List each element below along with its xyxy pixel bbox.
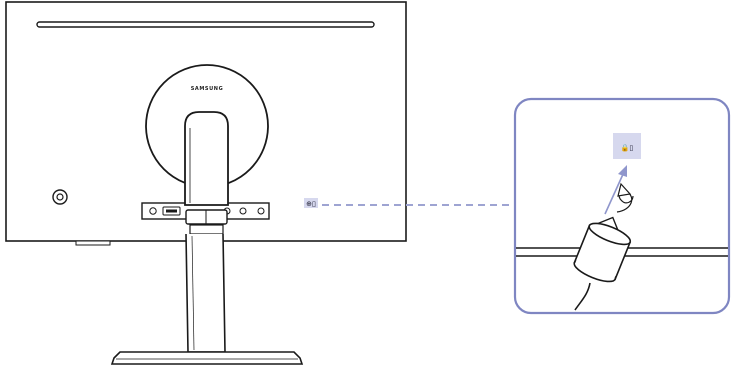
monitor-bottom-tabs (75, 240, 111, 246)
port-round-4 (257, 207, 265, 215)
stand-column (185, 233, 226, 353)
lock-body (573, 222, 632, 283)
stand-base (110, 351, 304, 365)
lock-body-top (588, 222, 632, 246)
twist-arrow-tip (617, 182, 632, 197)
insert-arrow-shaft (604, 171, 625, 215)
monitor-stand (110, 233, 304, 365)
port-round-3 (239, 207, 247, 215)
lock-slot-highlight (304, 198, 318, 208)
lock-cable (574, 282, 591, 311)
stand-clip-bottom (189, 224, 224, 235)
lock-body-mask (575, 250, 620, 278)
lock-port-symbol: 🔒▯ (621, 144, 634, 152)
stand-neck (184, 111, 229, 206)
brand-logo: SAMSUNG (191, 86, 224, 92)
port-hdmi-inner (166, 209, 177, 213)
callout-zoom: 🔒▯ (513, 97, 731, 315)
monitor-vent-slot (36, 21, 375, 28)
port-round-left (149, 207, 157, 215)
insert-arrow-head (618, 165, 627, 177)
lock-slot-symbol: ⊕▯ (306, 200, 316, 208)
monitor-back: SAMSUNG ⊕▯ (5, 1, 407, 246)
stand-column-edge (191, 235, 195, 351)
jog-button-center (56, 193, 64, 201)
callout-frame (513, 97, 731, 315)
lock-port-highlight (613, 133, 641, 159)
